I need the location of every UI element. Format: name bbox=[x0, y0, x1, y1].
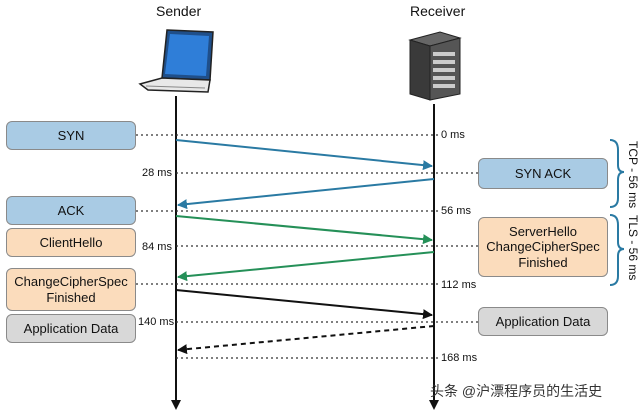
laptop-icon bbox=[138, 29, 214, 93]
sender-title: Sender bbox=[156, 3, 202, 19]
app-data-label-receiver: Application Data bbox=[495, 313, 591, 329]
syn-label: SYN bbox=[57, 127, 85, 143]
tcp-brace bbox=[609, 139, 625, 208]
change-cipher-spec-label-sender: ChangeCipherSpec bbox=[14, 273, 128, 289]
syn-ack-label: SYN ACK bbox=[514, 165, 572, 181]
server-hello-label: ServerHello bbox=[509, 223, 577, 239]
finished-label-sender: Finished bbox=[46, 289, 96, 305]
server-hello-arrow bbox=[177, 251, 435, 282]
finished-label-receiver: Finished bbox=[518, 254, 568, 270]
finished-arrow bbox=[175, 289, 433, 320]
tls-brace bbox=[609, 214, 625, 286]
receiver-title: Receiver bbox=[410, 3, 466, 19]
app-data-response-arrow bbox=[177, 325, 435, 355]
time-28: 28 ms bbox=[142, 167, 172, 179]
watermark: 头条 @沪漂程序员的生活史 bbox=[430, 383, 603, 399]
tls-duration-label: TLS - 56 ms bbox=[626, 215, 640, 281]
time-guides bbox=[136, 134, 478, 359]
time-0: 0 ms bbox=[441, 129, 465, 141]
syn-box: SYN bbox=[6, 121, 136, 150]
syn-arrow bbox=[175, 139, 433, 171]
time-140: 140 ms bbox=[138, 316, 175, 328]
time-84: 84 ms bbox=[142, 241, 172, 253]
syn-ack-arrow bbox=[177, 178, 435, 210]
ack-box: ACK bbox=[6, 196, 136, 225]
change-cipher-spec-box-sender: ChangeCipherSpec Finished bbox=[6, 268, 136, 311]
time-56: 56 ms bbox=[441, 205, 471, 217]
app-data-label-sender: Application Data bbox=[23, 320, 119, 336]
ack-label: ACK bbox=[57, 202, 85, 218]
client-hello-box: ClientHello bbox=[6, 228, 136, 257]
change-cipher-spec-label-receiver: ChangeCipherSpec bbox=[486, 239, 600, 255]
app-data-box-receiver: Application Data bbox=[478, 307, 608, 336]
app-data-box-sender: Application Data bbox=[6, 314, 136, 343]
client-hello-label: ClientHello bbox=[39, 234, 103, 250]
syn-ack-box: SYN ACK bbox=[478, 158, 608, 189]
time-168: 168 ms bbox=[441, 352, 478, 364]
tcp-duration-label: TCP - 56 ms bbox=[626, 141, 640, 209]
time-112: 112 ms bbox=[441, 279, 477, 291]
server-hello-box: ServerHello ChangeCipherSpec Finished bbox=[478, 217, 608, 277]
server-icon bbox=[408, 31, 462, 101]
client-hello-arrow bbox=[175, 215, 433, 245]
